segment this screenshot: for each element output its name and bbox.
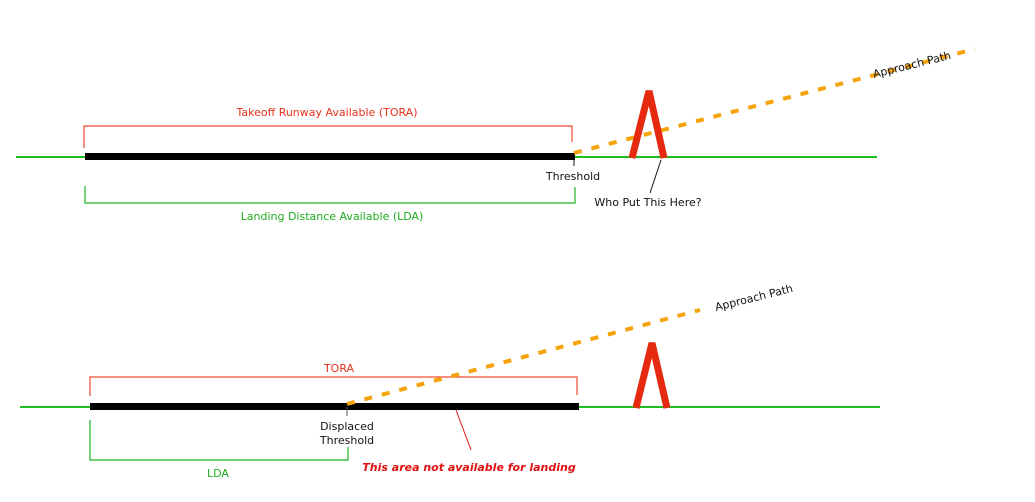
bottom-lda-label: LDA: [207, 467, 229, 480]
bottom-threshold-label-line1: Displaced: [320, 420, 374, 433]
bottom-warning-leader: [455, 409, 472, 451]
bottom-warning-label: This area not available for landing: [362, 461, 576, 474]
top-tora-label: Takeoff Runway Available (TORA): [236, 106, 418, 119]
bottom-runway: [90, 403, 579, 410]
top-lda-label: Landing Distance Available (LDA): [241, 210, 424, 223]
bottom-diagram: TORA LDA Displaced Threshold Approach Pa…: [20, 282, 880, 480]
top-threshold-label: Threshold: [545, 170, 600, 183]
top-tora-bracket: [83, 125, 573, 148]
bottom-threshold-label-line2: Threshold: [319, 434, 374, 447]
top-obstacle-label: Who Put This Here?: [594, 196, 701, 209]
bottom-tora-bracket: [89, 376, 578, 396]
top-runway: [85, 153, 575, 160]
top-obstacle: [628, 90, 668, 159]
top-obstacle-leader: [649, 159, 662, 194]
bottom-approach-label: Approach Path: [714, 282, 795, 314]
bottom-tora-label: TORA: [323, 362, 355, 375]
bottom-lda-bracket: [89, 420, 349, 461]
top-lda-bracket: [84, 186, 576, 204]
bottom-approach-path: [346, 308, 701, 406]
top-approach-path: [573, 47, 976, 155]
top-diagram: Takeoff Runway Available (TORA) Landing …: [16, 47, 976, 223]
bottom-obstacle: [632, 342, 671, 409]
top-approach-label: Approach Path: [872, 49, 953, 81]
